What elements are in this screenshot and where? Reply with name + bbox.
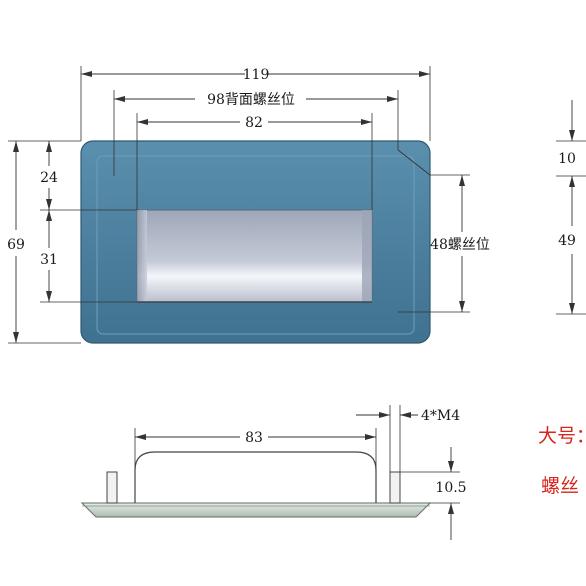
dim-back-screw-spacing: 98背面螺丝位 <box>207 92 295 108</box>
opening-right-wall <box>362 210 372 302</box>
dim-screw-spec: 4*M4 <box>421 408 460 424</box>
note-size-label: 大号： <box>538 425 586 447</box>
dim-height-opening: 31 <box>40 252 58 268</box>
handle-opening <box>136 209 373 303</box>
dim-height-upper: 24 <box>40 170 58 186</box>
opening-left-wall <box>137 210 147 302</box>
dim-overall-width: 119 <box>243 67 270 83</box>
dim-opening-width: 82 <box>245 115 263 131</box>
dim-stud-height: 10.5 <box>435 480 466 496</box>
handle-inner-bevel <box>96 155 415 335</box>
stud-right <box>389 471 401 504</box>
dim-side-screw-spacing: 48螺丝位 <box>430 237 490 253</box>
handle-profile <box>134 451 377 503</box>
dim-handle-length: 83 <box>245 430 263 446</box>
dim-right-view-height: 49 <box>558 233 576 249</box>
front-view <box>80 140 431 344</box>
base-plate <box>80 502 432 518</box>
stud-left <box>106 471 118 504</box>
dim-overall-height: 69 <box>7 237 25 253</box>
note-screw-label: 螺丝 <box>541 475 579 497</box>
front-dimensions: 119 98背面螺丝位 82 69 24 <box>7 66 490 344</box>
side-view-dimensions: 10 49 <box>556 100 586 315</box>
profile-view <box>80 451 432 518</box>
dim-right-view-top: 10 <box>558 151 576 167</box>
profile-dimensions: 83 4*M4 10.5 <box>134 405 467 540</box>
